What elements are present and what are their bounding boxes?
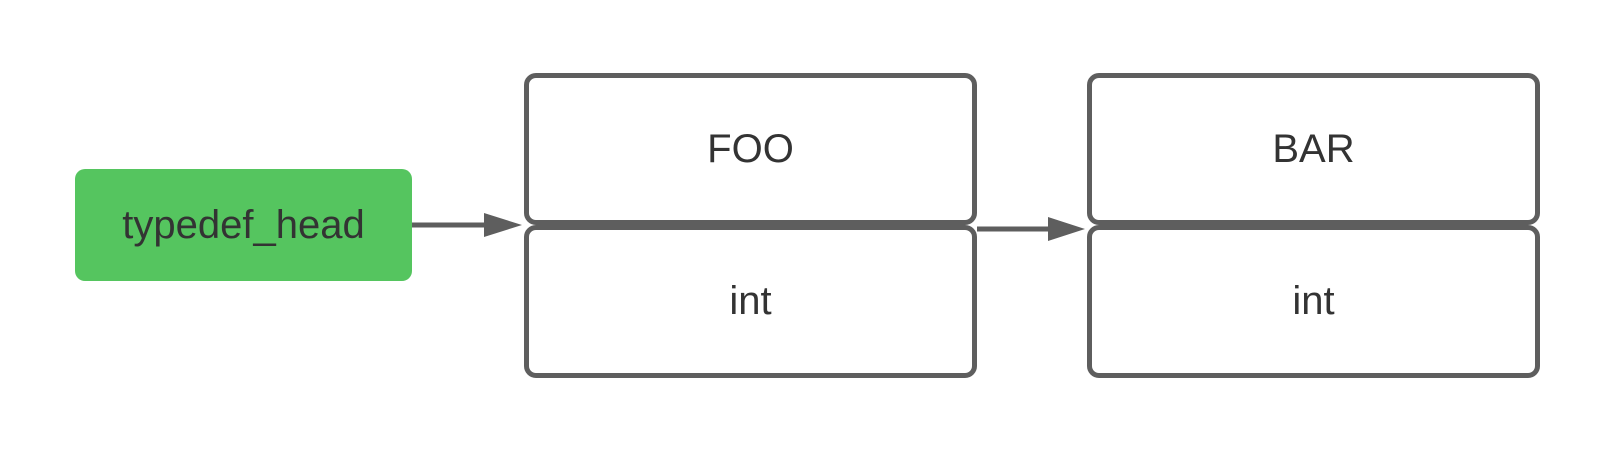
foo-name-cell: FOO (524, 73, 977, 225)
foo-field-cell: int (524, 225, 977, 378)
typedef-head-node: typedef_head (75, 169, 412, 281)
arrow-foo-to-bar (977, 217, 1085, 241)
bar-field-cell: int (1087, 225, 1540, 378)
bar-name-cell: BAR (1087, 73, 1540, 225)
arrow-head-to-foo (412, 213, 522, 237)
